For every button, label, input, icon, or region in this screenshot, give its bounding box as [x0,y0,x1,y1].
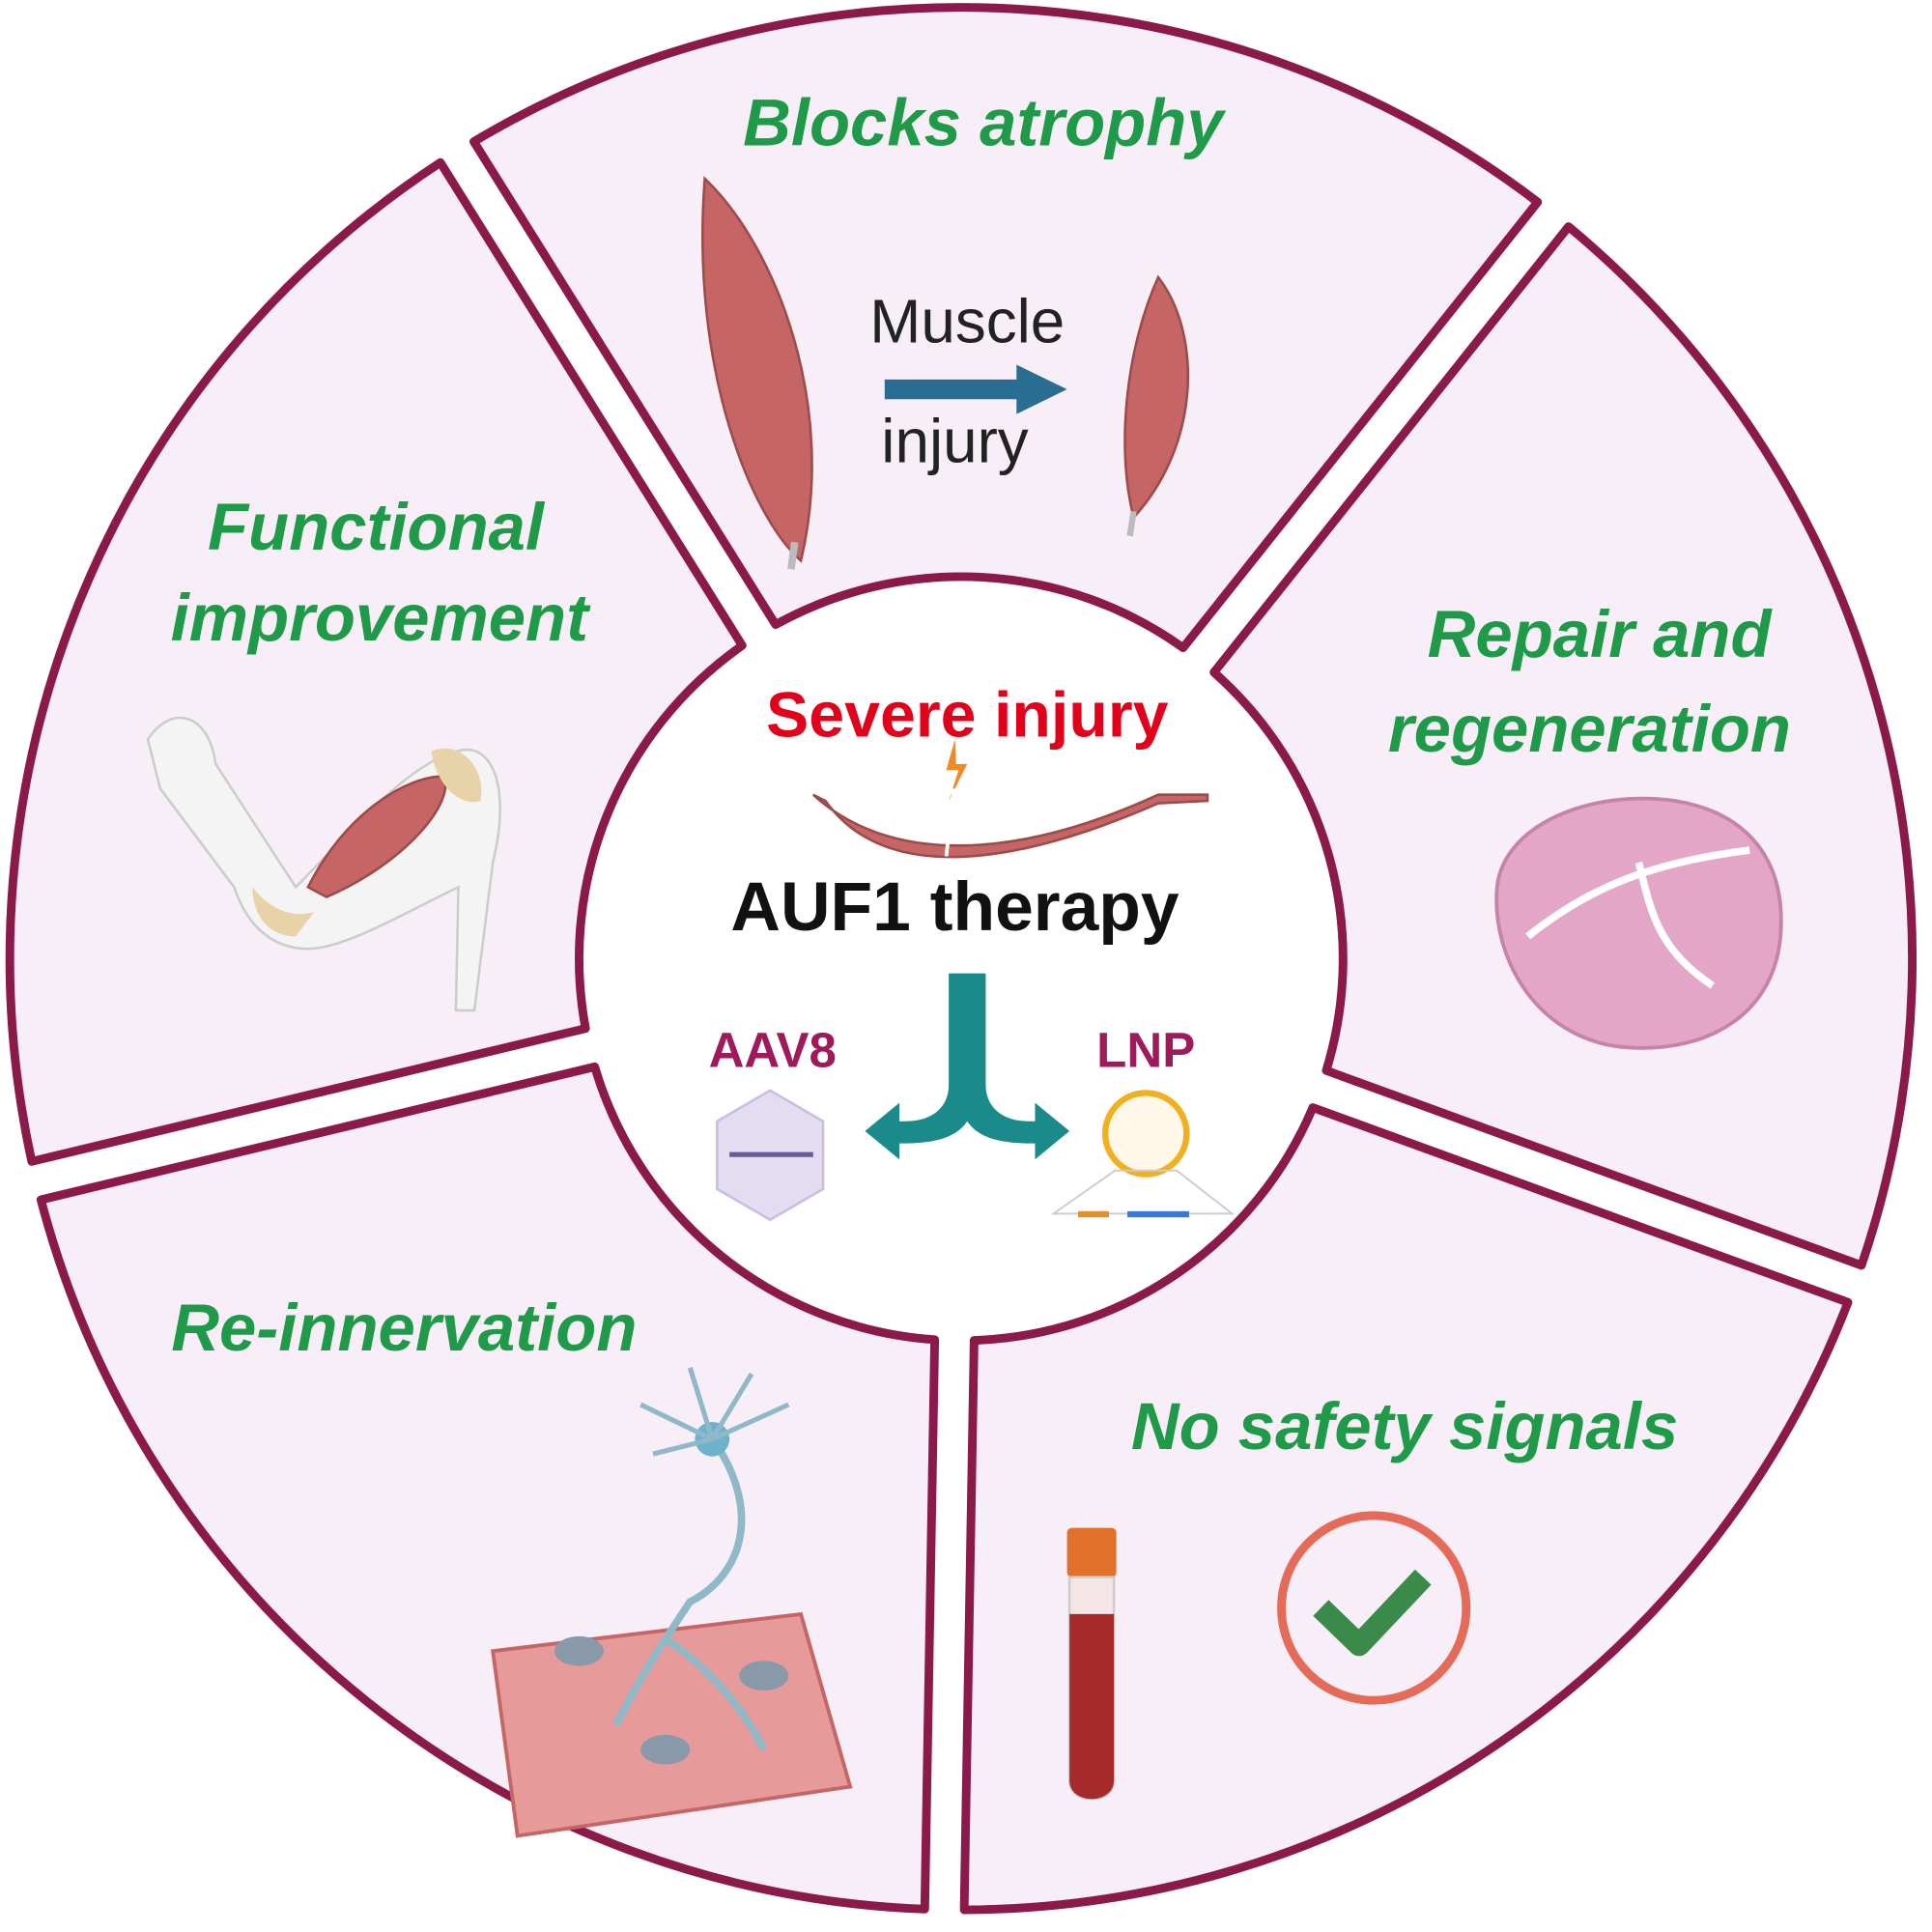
functional-improvement-title-line1: Functional [208,490,546,564]
sector-left [5,157,747,1166]
re-innervation-title: Re-innervation [171,1291,637,1365]
muscle-tissue-section-icon [1494,796,1783,1050]
arm-icon [146,716,501,1012]
severe-injury-label: Severe injury [766,680,1169,752]
injury-label: injury [881,406,1028,475]
functional-improvement-title-line2: improvement [171,581,591,655]
repair-regeneration-title-line2: regeneration [1388,692,1791,766]
repair-regeneration-title-line1: Repair and [1428,597,1774,671]
blocks-atrophy-title: Blocks atrophy [743,86,1227,160]
healthy-muscle-icon [701,176,813,570]
check-circle-icon [1277,1511,1471,1705]
blood-tube-icon [1066,1527,1117,1801]
atrophied-muscle-icon [1123,274,1190,537]
lnp-label: LNP [1096,1023,1195,1078]
split-arrow-icon [865,973,1070,1160]
sector-top [469,3,1543,653]
muscle-label: Muscle [869,287,1065,356]
aav8-capsid-icon [716,1089,825,1222]
sector-lower-right [959,1103,1853,1915]
injured-muscle-icon [811,739,1209,859]
auf1-therapy-label: AUF1 therapy [730,868,1179,946]
aav8-label: AAV8 [709,1023,837,1078]
arrow-right-icon [884,364,1067,414]
lnp-particle-icon [1050,1090,1236,1218]
neuron-muscle-icon [491,1367,853,1838]
lightning-icon [946,739,968,802]
no-safety-signals-title: No safety signals [1131,1389,1678,1463]
